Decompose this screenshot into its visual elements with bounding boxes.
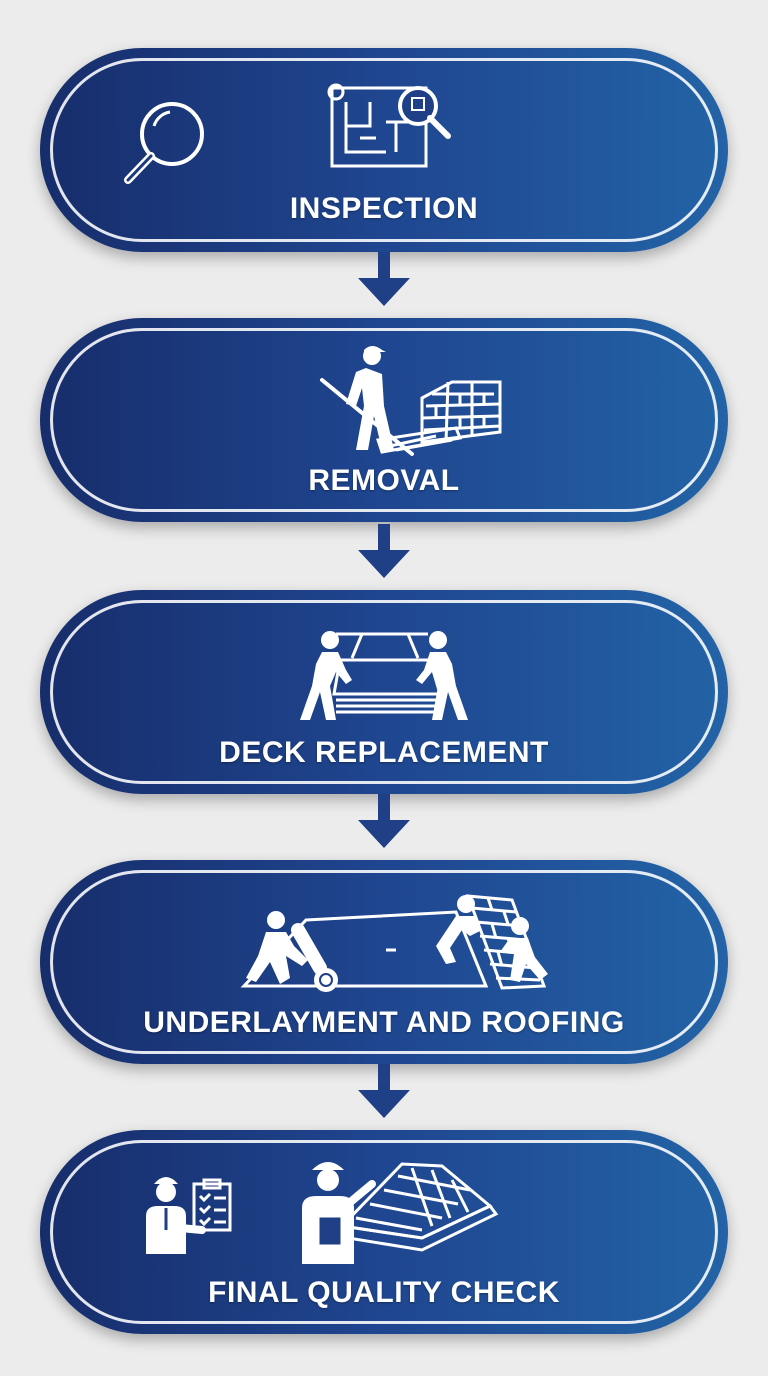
step-label: UNDERLAYMENT AND ROOFING — [143, 1006, 625, 1039]
step-deck-replacement: DECK REPLACEMENT — [40, 590, 728, 794]
step-removal: REMOVAL — [40, 318, 728, 522]
magnifying-glass-icon — [124, 102, 204, 184]
step-underlayment-roofing: UNDERLAYMENT AND ROOFING — [40, 860, 728, 1064]
worker-shovel-icon — [320, 346, 414, 456]
down-arrow-icon — [358, 1064, 410, 1118]
step-label: INSPECTION — [289, 192, 479, 225]
inspector-clipboard-icon — [146, 1177, 232, 1254]
blueprint-magnifier-icon — [327, 83, 451, 168]
step-inspection: INSPECTION — [40, 48, 728, 252]
down-arrow-icon — [358, 252, 410, 306]
inspector-roof-icon — [302, 1162, 499, 1264]
step-final-quality-check: FINAL QUALITY CHECK — [40, 1130, 728, 1334]
shingle-pile-icon — [376, 380, 502, 454]
workers-laying-shingles-icon — [436, 894, 548, 990]
workers-carrying-deck-icon — [300, 631, 468, 720]
worker-rolling-underlayment-icon — [240, 910, 489, 992]
step-label: REMOVAL — [308, 464, 460, 497]
step-label: FINAL QUALITY CHECK — [208, 1276, 560, 1309]
down-arrow-icon — [358, 524, 410, 578]
down-arrow-icon — [358, 794, 410, 848]
step-label: DECK REPLACEMENT — [219, 736, 549, 769]
